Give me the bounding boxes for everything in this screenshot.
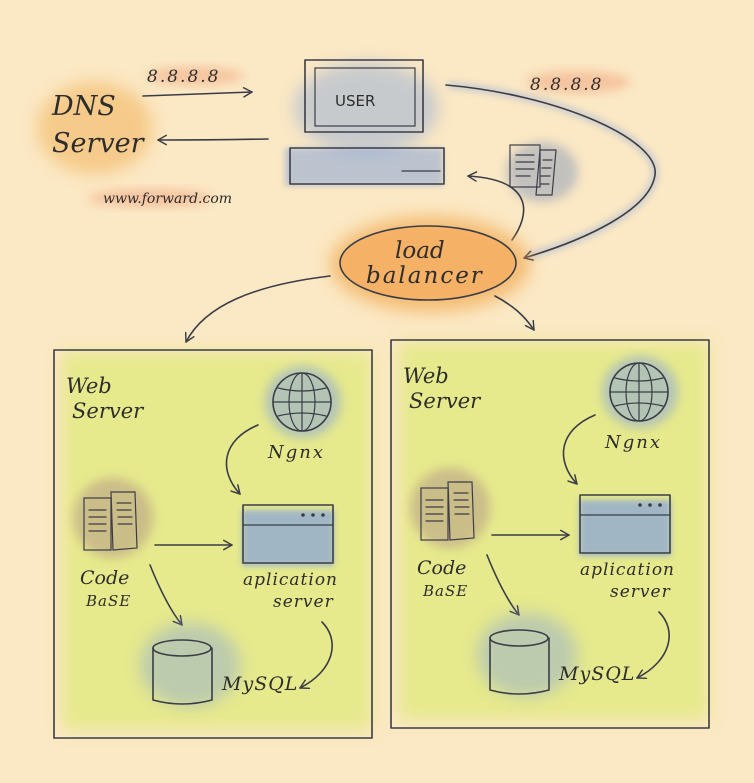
web-server-title-line1: Web (66, 374, 112, 398)
load-balancer-node: load balancer (330, 216, 530, 312)
app-window-highlight (242, 510, 334, 566)
dns-domain-note: www.forward.com (88, 189, 232, 207)
monitor-highlight (294, 62, 438, 154)
ip-request-highlight (147, 67, 243, 85)
arrow-app-to-db (299, 621, 333, 690)
mysql-label: MySQL (221, 673, 298, 695)
arrow-to-web-server-2 (494, 295, 535, 331)
globe-icon (272, 372, 332, 432)
app-window-highlight (579, 500, 671, 556)
user-outbound-ip: 8.8.8.8 (526, 71, 630, 95)
app-server-label-line2: server (610, 582, 671, 602)
mysql-label: MySQL (558, 663, 635, 685)
web-server-panel-1: Web Server Ngnx Code BaSE (53, 349, 373, 739)
db-highlight (477, 613, 577, 697)
load-balancer-label-line1: load (395, 238, 445, 264)
ip-out-highlight (526, 71, 630, 93)
browser-window-icon (579, 494, 671, 554)
codebase-label-line2: BaSE (422, 582, 468, 600)
nginx-label: Ngnx (267, 442, 325, 463)
response-page (506, 142, 578, 202)
dns-domain-text: www.forward.com (103, 191, 232, 207)
documents-icon (509, 144, 541, 188)
arrow-app-to-db (636, 611, 670, 680)
arrow-code-to-db (149, 564, 183, 626)
arrow-code-to-db (486, 554, 520, 616)
browser-window-icon (242, 504, 334, 564)
load-balancer-fill (340, 226, 516, 300)
db-highlight (140, 623, 240, 707)
arrow-to-dns-request (142, 87, 253, 98)
web-server-title-line2: Server (409, 389, 482, 413)
load-balancer-shape (339, 225, 517, 301)
dns-server-node: DNS Server (37, 82, 153, 174)
user-ip-text: 8.8.8.8 (530, 75, 603, 95)
monitor-screen (314, 67, 416, 127)
domain-highlight (88, 189, 212, 207)
monitor-icon (304, 59, 424, 133)
documents-icon (420, 481, 475, 541)
computer-base-icon (289, 147, 445, 185)
arrow-dns-response (157, 134, 269, 146)
codebase-label-line2: BaSE (85, 592, 131, 610)
app-server-label-line1: aplication (243, 570, 338, 590)
panel-border (390, 339, 710, 729)
computer-base-highlight (285, 148, 443, 186)
globe-icon (609, 362, 669, 422)
web-server-panel-2: Web Server Ngnx Code BaSE (390, 339, 710, 729)
dns-label-line2: Server (52, 128, 146, 159)
user-computer: USER (285, 59, 445, 186)
codebase-label-line1: Code (417, 557, 466, 579)
web-server-title-line2: Server (72, 399, 145, 423)
arrow-to-web-server-1 (184, 275, 331, 343)
documents-icon (83, 491, 138, 551)
load-balancer-label-line2: balancer (366, 263, 484, 289)
dns-highlight (37, 82, 153, 174)
document-page-icon (535, 149, 557, 196)
app-server-label-line1: aplication (580, 560, 675, 580)
panel-border (53, 349, 373, 739)
arrow-nginx-to-app (562, 414, 596, 485)
database-icon (152, 639, 213, 705)
nginx-label: Ngnx (604, 432, 662, 453)
arrow-load-balancer-to-user (467, 171, 525, 241)
codebase-label-line1: Code (80, 567, 129, 589)
arrow-nginx-to-app (225, 424, 259, 495)
dns-request-ip-text: 8.8.8.8 (147, 67, 220, 87)
dns-label-line1: DNS (51, 91, 116, 122)
web-server-title-line1: Web (403, 364, 449, 388)
database-icon (489, 629, 550, 695)
app-server-label-line2: server (273, 592, 334, 612)
user-label: USER (335, 92, 375, 110)
dns-request-ip: 8.8.8.8 (147, 67, 243, 87)
arrow-user-to-load-balancer (445, 84, 656, 261)
